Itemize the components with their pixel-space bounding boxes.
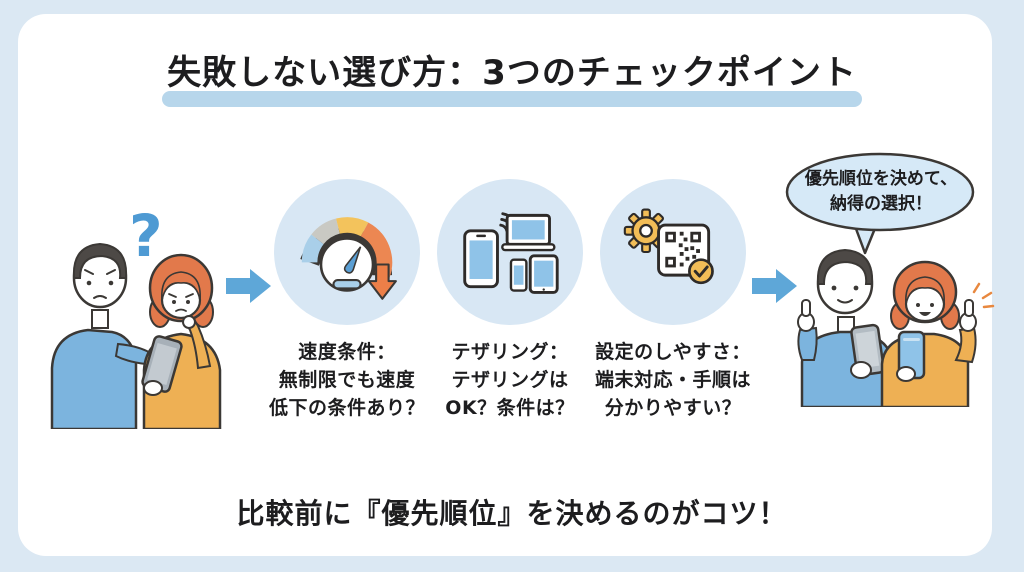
caption-speed: 速度条件： 無制限でも速度 低下の条件あり？ — [237, 338, 457, 422]
checkpoint-circle-setup — [600, 179, 746, 325]
caption-line: テザリング： — [451, 341, 569, 363]
footer-tip-text: 比較前に『優先順位』を決めるのがコツ！ — [236, 497, 788, 530]
caption-line: 速度条件： — [298, 341, 396, 363]
caption-tethering: テザリング： テザリングは OK？条件は？ — [400, 338, 620, 422]
caption-setup: 設定のしやすさ： 端末対応・手順は 分かりやすい？ — [563, 338, 783, 422]
laptop-icon — [501, 213, 556, 252]
bubble-line: 納得の選択！ — [830, 194, 932, 214]
bubble-line: 優先順位を決めて、 — [804, 169, 958, 189]
checkpoint-circle-tethering — [437, 179, 583, 325]
speech-bubble-text: 優先順位を決めて、 納得の選択！ — [795, 167, 967, 217]
speech-bubble — [785, 152, 975, 255]
check-circle-icon — [688, 258, 714, 285]
smartphone-icon — [463, 229, 499, 289]
caption-line: 設定のしやすさ： — [595, 341, 751, 363]
confused-couple-illustration: ? — [50, 202, 222, 429]
happy-woman — [880, 260, 995, 407]
tablet-icon — [528, 254, 559, 294]
caption-line: 端末対応・手順は — [594, 369, 751, 391]
small-phone-icon — [509, 258, 528, 292]
caption-line: 低下の条件あり？ — [268, 397, 425, 419]
speedometer-slowdown-icon — [300, 217, 397, 300]
flow-arrow-left — [226, 269, 271, 303]
happy-couple-illustration — [797, 248, 995, 407]
sparkle-lines — [972, 282, 995, 309]
down-arrow — [367, 263, 397, 300]
confused-woman — [141, 253, 222, 429]
thumb-up-man — [801, 299, 811, 317]
caption-line: テザリングは — [451, 369, 569, 391]
phone-man — [850, 323, 885, 377]
happy-man — [797, 248, 894, 407]
flow-arrow-right — [752, 269, 797, 303]
page-title: 失敗しない選び方：3つのチェックポイント — [167, 53, 857, 93]
checkpoint-circle-speed — [274, 179, 420, 325]
thumb-up-woman — [964, 299, 974, 317]
caption-line: 無制限でも速度 — [278, 369, 416, 391]
settings-qr-check-icon — [623, 208, 714, 285]
title-highlight-bar — [162, 91, 862, 107]
tethering-devices-icon — [463, 212, 559, 294]
caption-line: 分かりやすい？ — [604, 397, 742, 419]
caption-line: OK？条件は？ — [445, 397, 575, 419]
question-mark-icon: ? — [129, 202, 163, 270]
